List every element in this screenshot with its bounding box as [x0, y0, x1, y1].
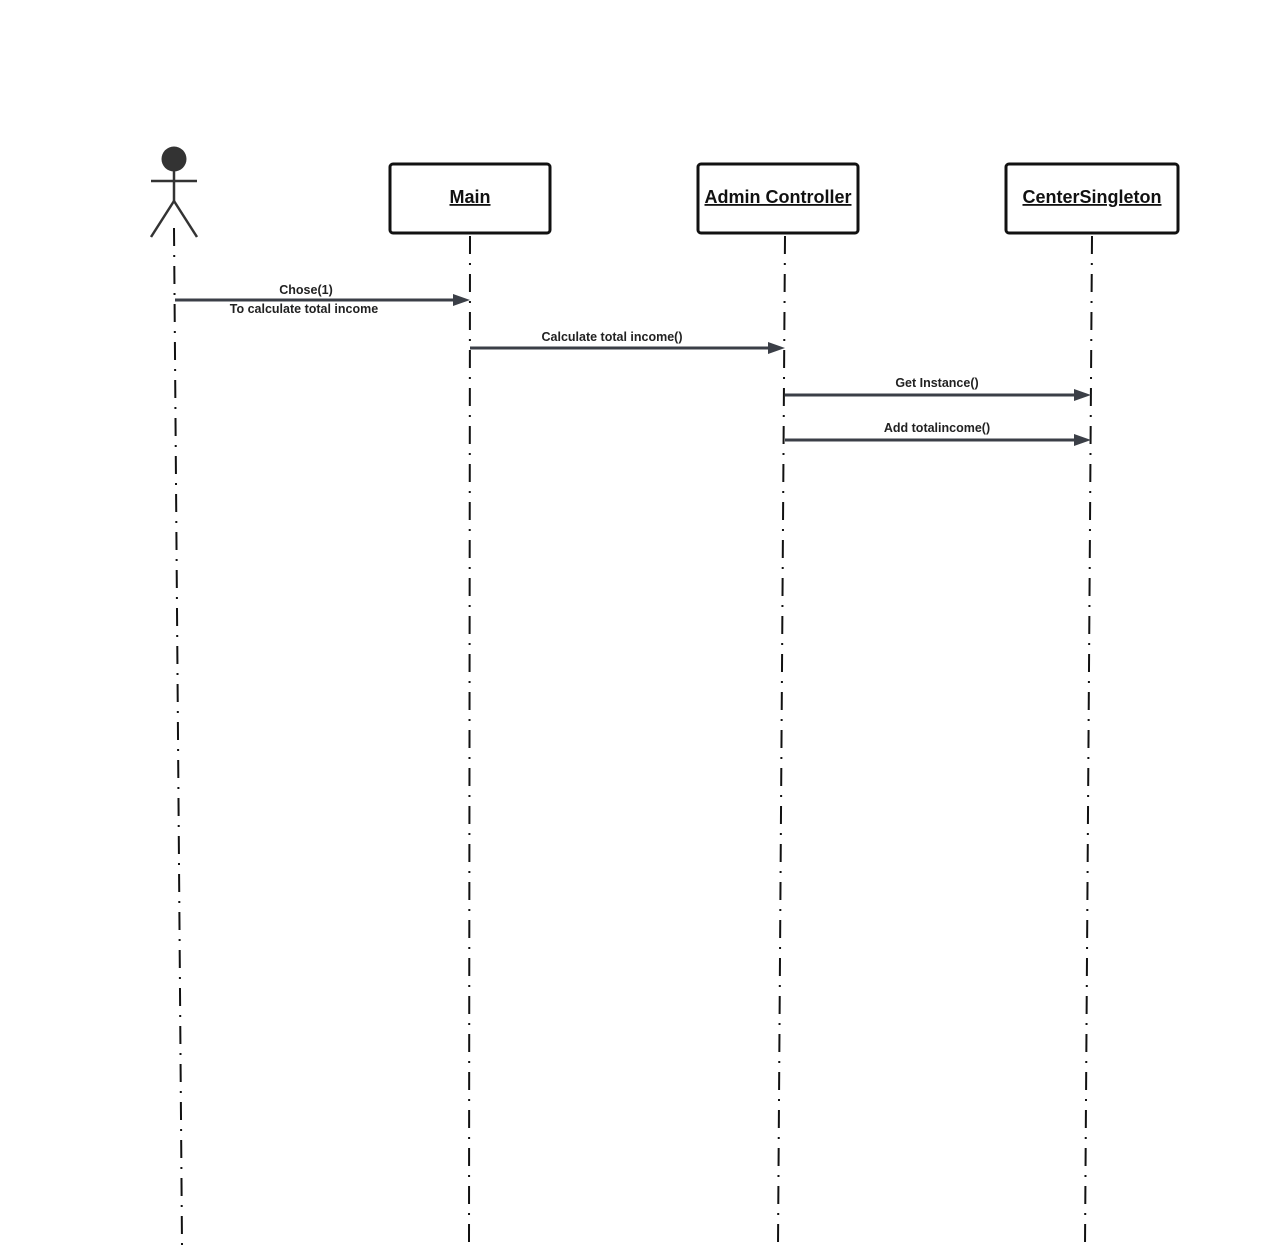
participant-center-singleton-label: CenterSingleton [1022, 187, 1161, 207]
message-add-totalincome-label: Add totalincome() [884, 421, 990, 435]
participant-admin-controller-label: Admin Controller [705, 187, 852, 207]
participant-main-label: Main [449, 187, 490, 207]
lifeline-admin-controller [777, 235, 786, 1245]
arrowhead-icon [453, 294, 470, 306]
message-add-totalincome: Add totalincome() [785, 421, 1091, 446]
arrowhead-icon [1074, 434, 1091, 446]
message-calculate-total-income: Calculate total income() [470, 330, 785, 354]
arrowhead-icon [768, 342, 785, 354]
message-chose-sublabel: To calculate total income [230, 302, 378, 316]
message-get-instance-label: Get Instance() [895, 376, 978, 390]
lifeline-center-singleton [1084, 235, 1093, 1245]
participant-main: Main [388, 162, 552, 235]
lifeline-main [468, 235, 471, 1245]
message-chose-label: Chose(1) [279, 283, 332, 297]
participant-center-singleton: CenterSingleton [1004, 162, 1180, 235]
message-chose: Chose(1) To calculate total income [175, 283, 470, 316]
message-get-instance: Get Instance() [785, 376, 1091, 401]
participant-admin-controller: Admin Controller [696, 162, 860, 235]
lifeline-actor [173, 227, 183, 1245]
message-calculate-total-income-label: Calculate total income() [542, 330, 683, 344]
arrowhead-icon [1074, 389, 1091, 401]
actor-stick-figure-icon [149, 146, 199, 238]
